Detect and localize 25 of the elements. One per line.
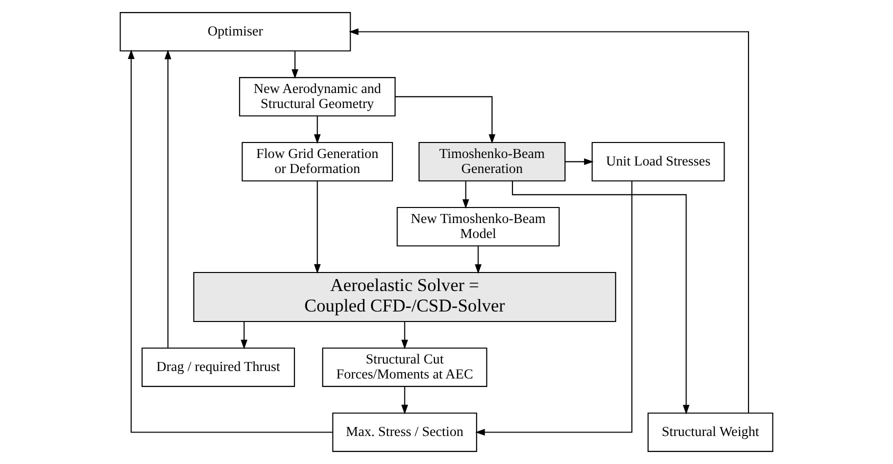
node-box: New Aerodynamic and Structural Geometry <box>239 77 396 116</box>
arrow <box>475 181 632 436</box>
arrow <box>401 322 408 350</box>
arrow <box>401 386 408 414</box>
arrow <box>396 96 496 144</box>
node-box: New Timoshenko-Beam Model <box>396 206 560 246</box>
node-box: Flow Grid Generation or Deformation <box>242 142 393 182</box>
node-box: Aeroelastic Solver = Coupled CFD-/CSD-Solver <box>193 272 616 322</box>
arrow <box>314 181 321 274</box>
node-box: Drag / required Thrust <box>142 348 295 387</box>
arrow <box>314 116 321 144</box>
node-box: Optimiser <box>120 12 351 52</box>
arrow <box>348 28 750 413</box>
arrow <box>240 322 248 350</box>
node-box: Max. Stress / Section <box>332 412 478 452</box>
arrow <box>474 246 482 274</box>
node-box: Unit Load Stresses <box>592 142 725 182</box>
arrow <box>462 181 470 209</box>
node-box: Structural Weight <box>648 412 774 452</box>
arrow <box>164 50 172 348</box>
arrow <box>565 158 594 166</box>
arrow <box>128 49 332 433</box>
node-box: Timoshenko-Beam Generation <box>418 142 566 182</box>
node-box: Structural Cut Forces/Moments at AEC <box>322 348 488 387</box>
arrow <box>292 51 298 79</box>
